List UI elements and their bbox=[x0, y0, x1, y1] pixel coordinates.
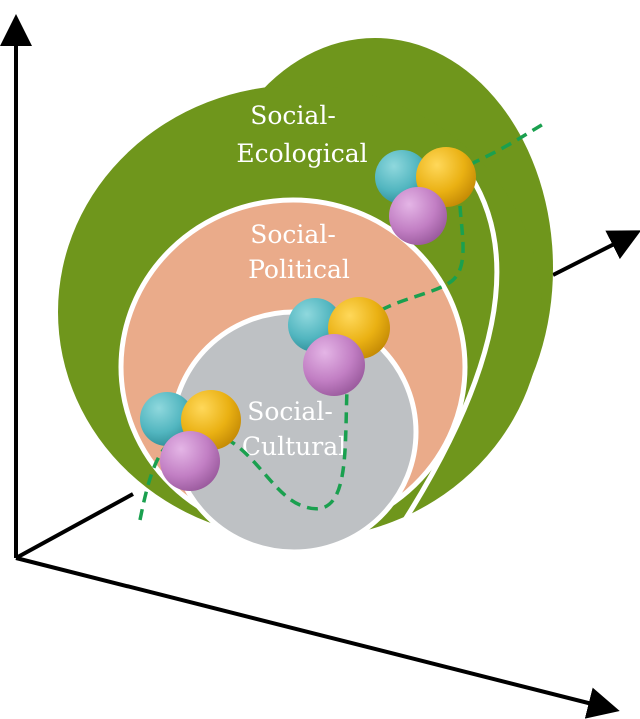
label-ecological-line2: Ecological bbox=[236, 139, 367, 168]
label-cultural-line1: Social- bbox=[247, 397, 333, 426]
sphere-violet-icon bbox=[160, 431, 220, 491]
cluster-political bbox=[288, 297, 390, 396]
ecological-rim-line bbox=[389, 173, 500, 542]
label-cultural-line2: Cultural bbox=[242, 432, 346, 461]
horizontal-axis bbox=[15, 556, 620, 719]
sphere-violet-icon bbox=[389, 187, 447, 245]
axes bbox=[0, 14, 640, 719]
label-social-cultural: Social- Cultural bbox=[242, 397, 346, 461]
depth-axis-far bbox=[552, 230, 640, 277]
cluster-ecological bbox=[375, 147, 476, 245]
cluster-cultural bbox=[140, 390, 241, 491]
sphere-violet-icon bbox=[303, 334, 365, 396]
sphere-teal-icon bbox=[140, 392, 194, 446]
label-political-line2: Political bbox=[248, 255, 350, 284]
label-social-ecological: Social- Ecological bbox=[236, 101, 367, 168]
label-political-line1: Social- bbox=[250, 220, 336, 249]
label-ecological-line1: Social- bbox=[250, 101, 336, 130]
label-social-political: Social- Political bbox=[248, 220, 350, 284]
depth-axis bbox=[15, 492, 134, 560]
